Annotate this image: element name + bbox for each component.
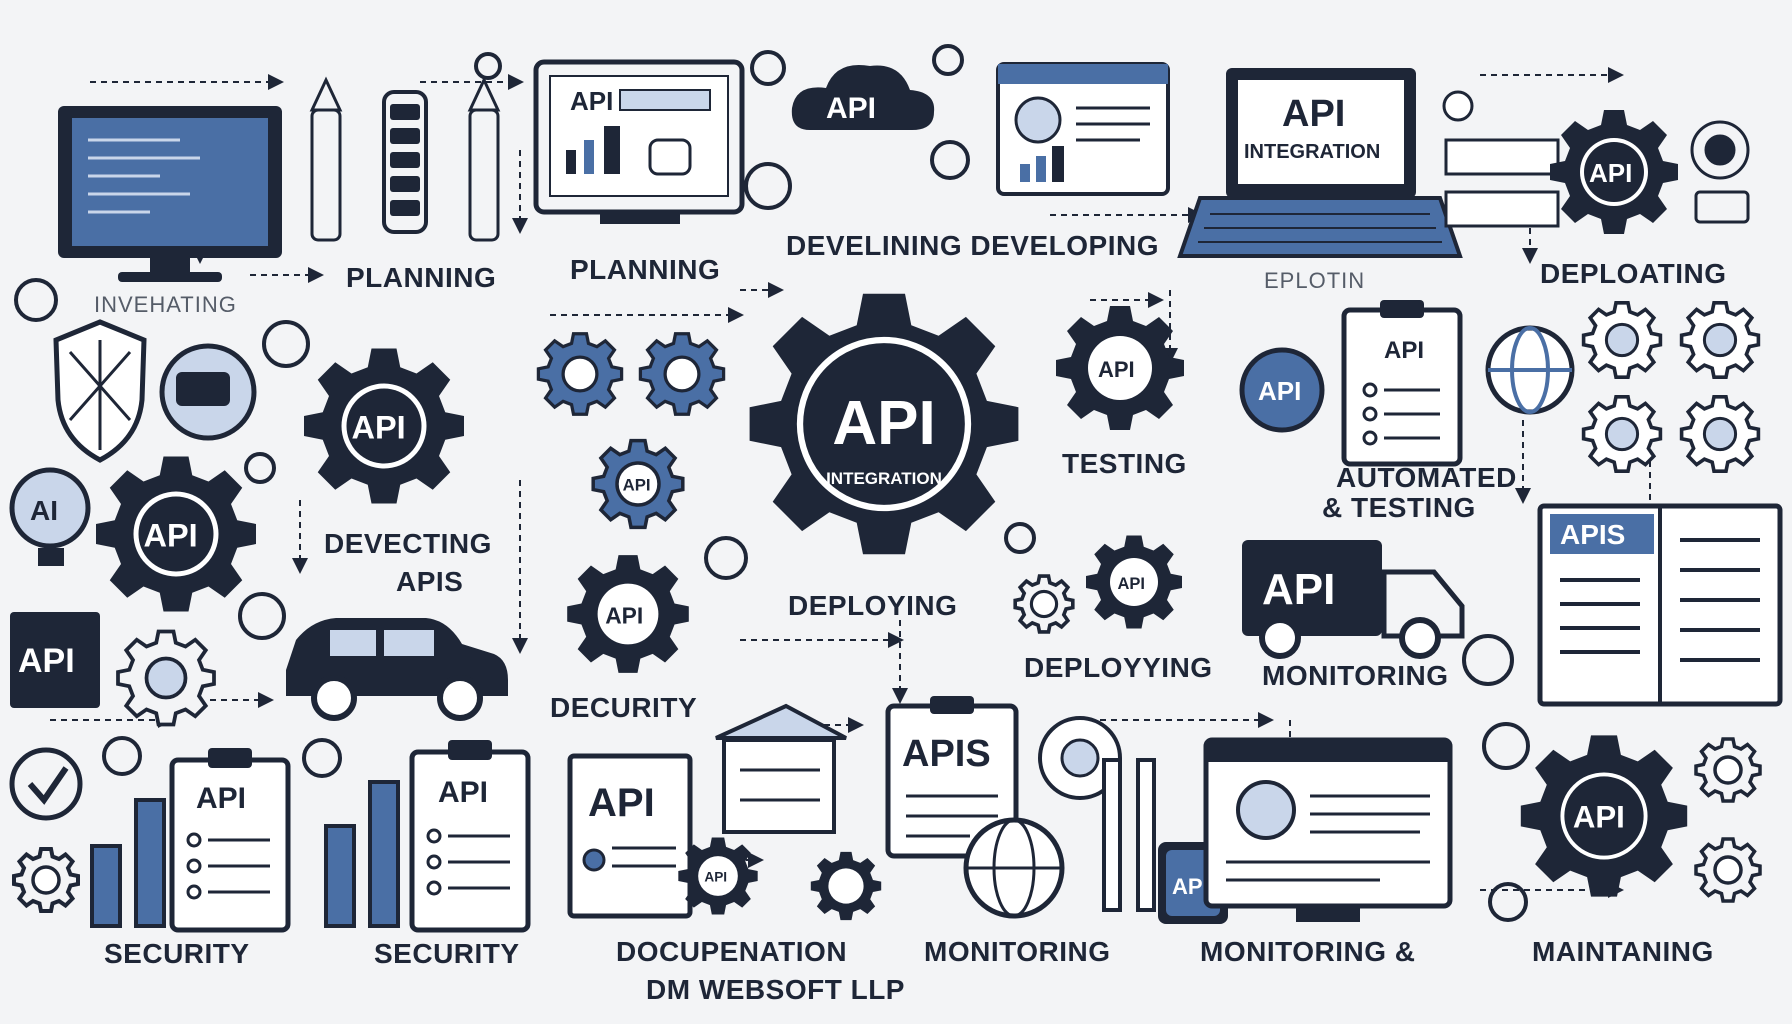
cloud-api-text: API [826,92,876,125]
browser-window-icon [996,62,1170,196]
label-deploying-right: DEPLOYYING [1024,652,1213,683]
cloud-api-icon: API [791,64,935,130]
car-icon [286,618,508,721]
small-outline-gear-icon [1013,574,1075,634]
svg-text:API: API [1384,337,1424,364]
svg-text:AI: AI [30,495,58,526]
clipboard-security-2-icon: API [409,740,531,933]
form-icon [1442,90,1560,228]
globe-right-icon [1485,325,1575,415]
gear-api-decurity-icon: API [567,555,689,673]
label-developing-top: DEVELINING DEVELOPING [786,230,1159,261]
svg-text:API: API [144,518,198,554]
lightbulb-icon: AI [9,467,91,566]
label-monitoring-2: MONITORING & [1200,936,1416,967]
gear-cluster-right-icon [1581,300,1761,474]
label-planning-1: PLANNING [346,262,497,293]
svg-text:API: API [1573,800,1625,835]
api-box-icon: API [10,612,100,708]
doc-api-text: API [588,781,655,825]
central-api-gear-icon [749,293,1019,555]
label-eplotin: EPLOTIN [1264,268,1366,293]
gear-api-left-icon: API [96,456,256,612]
svg-text:API: API [605,603,643,629]
svg-text:API: API [623,475,651,494]
api-dashboard-monitor-icon: API [533,59,745,224]
central-gear-title: API [832,389,935,458]
laptop-icon: API INTEGRATION [1177,68,1463,258]
decorative-dots [14,44,1530,922]
label-monitoring-truck: MONITORING [1262,660,1449,691]
outline-gear-left-icon [116,629,216,727]
laptop-title: API [1282,93,1345,135]
svg-text:API: API [570,86,613,116]
small-gears-right-icon [1694,737,1762,903]
shield-icon [53,319,147,463]
svg-text:API: API [352,410,406,446]
label-invehating: INVEHATING [94,292,237,317]
apis-clipboard-icon: APIS [885,696,1019,859]
gear-api-top-right-icon: API [1550,110,1678,234]
label-monitoring-1: MONITORING [924,936,1111,967]
label-automated-line-1: AUTOMATED [1336,462,1517,493]
gear-api-doc-1-icon: API [678,837,758,915]
apis-document-icon: APIS [1537,503,1783,707]
truck-api-text: API [1262,565,1335,614]
svg-text:API: API [1098,357,1135,382]
globe-icon [159,343,257,441]
monitoring-monitor-icon [1203,737,1453,922]
clipboard-api-icon: API [1341,300,1463,467]
label-deploying-center: DEPLOYING [788,590,958,621]
api-box-text: API [18,642,75,680]
check-badge-icon [9,747,83,821]
gear-deploying-icon: API [1086,535,1182,629]
label-security-1: SECURITY [104,938,250,969]
central-gear-subtitle: INTEGRATION [826,469,942,488]
gear-doc-2-icon [810,851,882,921]
api-documentation-icon: API [567,753,693,919]
monitor-icon [58,106,282,282]
label-automated-line-2: & TESTING [1322,492,1476,523]
label-planning-2: PLANNING [570,254,721,285]
label-docupenation: DOCUPENATION [616,936,848,967]
svg-text:API: API [1258,376,1301,406]
camera-icon [1038,716,1122,800]
gear-api-mid-left-icon: API [304,348,464,504]
gear-api-small-center-icon: API [591,438,685,530]
label-company: DM WEBSOFT LLP [646,974,905,1005]
small-gear-icon [1690,120,1750,224]
label-decurity: DECURITY [550,692,698,723]
apis-doc-text: APIS [1560,519,1625,550]
laptop-subtitle: INTEGRATION [1244,141,1380,163]
outline-gear-pair-icon [536,332,726,416]
globe-bottom-icon [963,817,1065,919]
svg-text:API: API [1118,575,1146,593]
clipboard-1-text: API [196,782,246,815]
pencil-icon [309,76,501,242]
bar-chart-left-icon [90,798,166,928]
label-devecting-line-2: APIS [396,566,464,597]
label-deploating: DEPLOATING [1540,258,1727,289]
gear-testing-icon: API [1056,306,1184,430]
label-maintaning: MAINTANING [1532,936,1714,967]
clipboard-security-1-icon: API [169,748,291,933]
svg-text:API: API [1589,158,1632,188]
pen-tool-icon [1102,758,1156,912]
api-circle-icon: API [1239,347,1325,433]
label-testing: TESTING [1062,448,1187,479]
apis-clipboard-text: APIS [902,733,991,775]
clipboard-2-text: API [438,776,488,809]
svg-text:API: API [1172,874,1209,899]
gear-maintaining-icon: API [1520,735,1688,897]
gear-bottom-left-icon [12,847,80,913]
label-security-2: SECURITY [374,938,520,969]
storefront-icon [715,703,847,834]
battery-stack-icon [382,90,428,234]
delivery-truck-icon: API [1242,540,1465,659]
bar-chart-mid-icon [324,780,400,928]
svg-text:API: API [704,870,727,885]
label-devecting-line-1: DEVECTING [324,528,492,559]
